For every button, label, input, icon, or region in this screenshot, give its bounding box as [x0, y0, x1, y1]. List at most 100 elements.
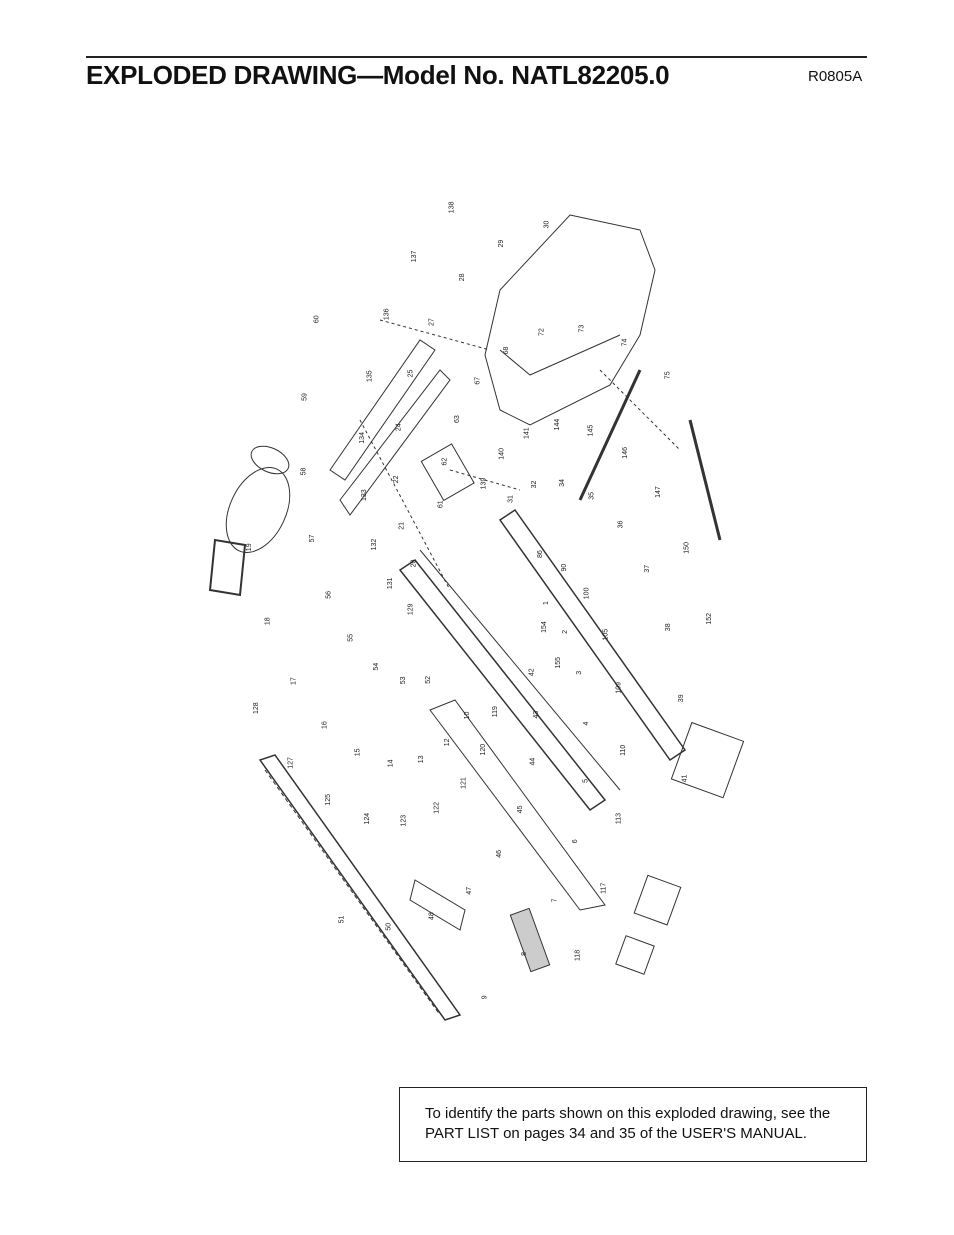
part-callout-42: 42 — [529, 668, 536, 676]
part-callout-13: 13 — [418, 755, 425, 763]
part-callout-72: 72 — [539, 328, 546, 336]
part-callout-124: 124 — [364, 813, 371, 825]
part-callout-109: 109 — [615, 682, 622, 694]
part-callout-62: 62 — [442, 458, 449, 466]
part-callout-43: 43 — [533, 711, 540, 719]
part-callout-55: 55 — [348, 634, 355, 642]
deck-frame — [429, 699, 606, 911]
part-callout-152: 152 — [706, 613, 713, 625]
part-callout-110: 110 — [620, 745, 627, 756]
part-callout-118: 118 — [575, 950, 582, 961]
part-callout-19: 19 — [246, 543, 253, 551]
drive-motor — [225, 467, 291, 553]
part-callout-5: 5 — [582, 779, 589, 783]
part-callout-131: 131 — [387, 577, 394, 589]
part-callout-10: 10 — [464, 712, 471, 720]
part-callout-68: 68 — [503, 347, 510, 355]
part-callout-47: 47 — [466, 887, 473, 895]
part-callout-30: 30 — [544, 221, 551, 229]
part-callout-123: 123 — [401, 815, 408, 827]
rear-endcap — [409, 879, 466, 931]
part-callout-50: 50 — [386, 923, 393, 931]
part-callout-113: 113 — [616, 813, 623, 824]
part-callout-147: 147 — [655, 486, 662, 498]
part-callout-122: 122 — [434, 802, 441, 814]
part-callout-63: 63 — [454, 415, 461, 423]
document-code: R0805A — [808, 68, 863, 85]
part-callout-36: 36 — [618, 521, 625, 529]
part-callout-34: 34 — [559, 479, 566, 487]
callout-layer: 1234567891012131415161718192021222425272… — [246, 201, 713, 999]
part-callout-117: 117 — [601, 883, 608, 894]
part-callout-32: 32 — [531, 481, 538, 489]
part-callout-73: 73 — [579, 325, 586, 333]
front-roller — [578, 369, 642, 501]
part-callout-67: 67 — [475, 377, 482, 385]
part-callout-31: 31 — [507, 495, 514, 503]
part-callout-60: 60 — [313, 315, 320, 323]
part-callout-15: 15 — [355, 748, 362, 756]
part-callout-105: 105 — [603, 629, 610, 641]
header-rule — [86, 56, 867, 58]
part-callout-18: 18 — [265, 617, 272, 625]
part-callout-125: 125 — [325, 794, 332, 806]
part-callout-90: 90 — [561, 564, 568, 572]
part-callout-38: 38 — [665, 623, 672, 631]
part-callout-58: 58 — [300, 468, 307, 476]
part-callout-17: 17 — [291, 677, 298, 685]
part-callout-53: 53 — [400, 676, 407, 684]
part-callout-1: 1 — [543, 601, 550, 605]
foot-left — [633, 874, 682, 926]
page-title: EXPLODED DRAWING—Model No. NATL82205.0 — [86, 60, 670, 90]
part-callout-39: 39 — [678, 694, 685, 702]
rear-roller — [688, 419, 722, 541]
part-callout-20: 20 — [411, 560, 418, 568]
part-callout-127: 127 — [287, 757, 294, 769]
incline-motor — [420, 443, 475, 502]
center-rail — [398, 558, 607, 812]
part-callout-155: 155 — [555, 657, 562, 669]
part-callout-37: 37 — [644, 565, 651, 573]
part-callout-59: 59 — [301, 393, 308, 401]
part-callout-9: 9 — [482, 995, 489, 999]
part-callout-132: 132 — [371, 539, 378, 551]
part-callout-150: 150 — [684, 542, 691, 554]
part-callout-2: 2 — [562, 630, 569, 634]
part-callout-86: 86 — [537, 550, 544, 558]
walking-belt-strip — [509, 907, 551, 973]
part-callout-45: 45 — [517, 805, 524, 813]
part-callout-121: 121 — [461, 777, 468, 789]
part-callout-135: 135 — [366, 370, 373, 382]
part-callout-3: 3 — [576, 671, 583, 675]
motor-hood-inner — [499, 334, 621, 376]
part-callout-44: 44 — [530, 758, 537, 766]
part-callout-61: 61 — [438, 500, 445, 508]
part-callout-29: 29 — [498, 240, 505, 248]
part-callout-146: 146 — [622, 447, 629, 459]
part-callout-140: 140 — [499, 448, 506, 460]
part-callout-138: 138 — [449, 201, 456, 213]
right-rail — [498, 508, 687, 762]
part-callout-8: 8 — [521, 952, 528, 956]
part-callout-7: 7 — [552, 898, 559, 902]
frame-beam — [329, 339, 436, 481]
part-callout-27: 27 — [429, 318, 436, 326]
note-box: To identify the parts shown on this expl… — [399, 1087, 867, 1162]
part-callout-52: 52 — [425, 676, 432, 684]
part-callout-16: 16 — [321, 721, 328, 729]
part-callout-51: 51 — [339, 916, 346, 924]
part-callout-57: 57 — [309, 535, 316, 543]
part-callout-54: 54 — [373, 663, 380, 671]
part-callout-74: 74 — [622, 339, 629, 347]
part-callout-25: 25 — [407, 370, 414, 378]
part-callout-46: 46 — [496, 850, 503, 858]
part-callout-35: 35 — [589, 492, 596, 500]
part-callout-141: 141 — [524, 427, 531, 439]
part-callout-137: 137 — [411, 251, 418, 263]
part-callout-41: 41 — [682, 775, 689, 783]
part-callout-134: 134 — [359, 432, 366, 444]
part-callout-14: 14 — [388, 759, 395, 767]
exploded-drawing-svg: 1234567891012131415161718192021222425272… — [208, 201, 745, 1021]
part-callout-144: 144 — [554, 419, 561, 431]
